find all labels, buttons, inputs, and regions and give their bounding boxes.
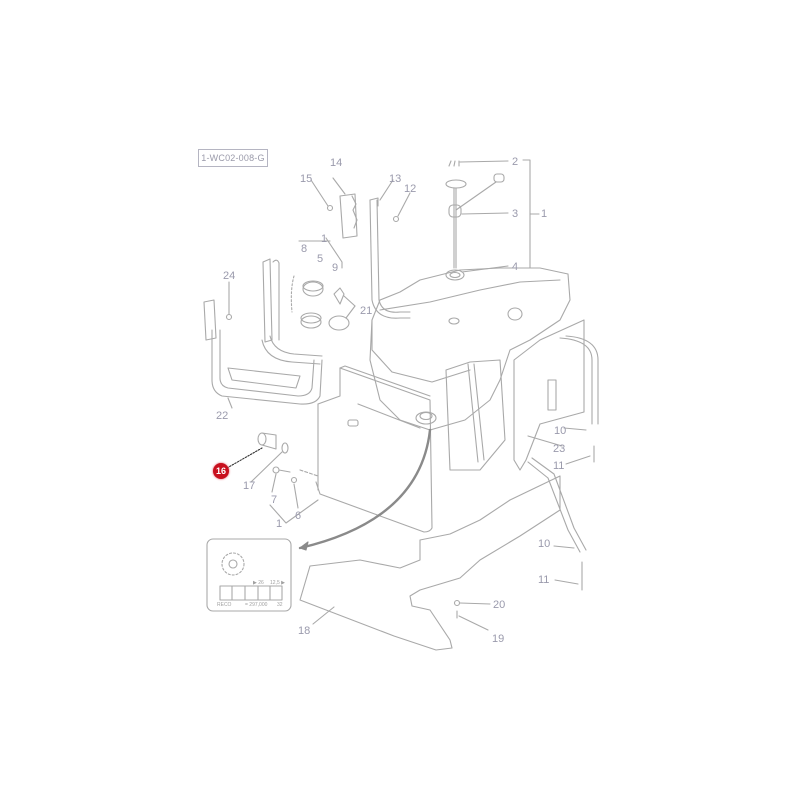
callout-12[interactable]: 12 <box>404 183 417 195</box>
step-bracket <box>203 258 323 409</box>
callout-9[interactable]: 9 <box>332 262 339 274</box>
inset-label-reco: RECO <box>217 602 232 608</box>
callout-7[interactable]: 7 <box>271 494 278 506</box>
inset-label-value: = 297,000 <box>245 602 268 608</box>
callout-24[interactable]: 24 <box>223 270 236 282</box>
callout-16-highlighted[interactable]: 16 <box>213 463 229 479</box>
callout-18[interactable]: 18 <box>298 625 311 637</box>
callout-15[interactable]: 15 <box>300 173 313 185</box>
return-hose <box>527 457 587 591</box>
callout-6[interactable]: 6 <box>295 510 302 522</box>
callout-1[interactable]: 1 <box>276 518 283 530</box>
callout-10[interactable]: 10 <box>554 425 567 437</box>
filler-caps <box>290 237 356 331</box>
mounting-bracket <box>310 177 411 319</box>
callout-3[interactable]: 3 <box>512 208 519 220</box>
callout-13[interactable]: 13 <box>389 173 402 185</box>
callout-14[interactable]: 14 <box>330 157 343 169</box>
callout-8[interactable]: 8 <box>301 243 308 255</box>
callout-2[interactable]: 2 <box>512 156 519 168</box>
callout-11[interactable]: 11 <box>538 574 550 586</box>
detail-arrow <box>298 428 432 551</box>
callout-17[interactable]: 17 <box>243 480 256 492</box>
callout-4[interactable]: 4 <box>512 261 519 273</box>
inset-mark-right: 12,5 ▶ <box>270 580 285 586</box>
fuel-level-sender <box>445 160 505 281</box>
callout-1[interactable]: 1 <box>541 208 548 220</box>
callout-20[interactable]: 20 <box>493 599 506 611</box>
callout-23[interactable]: 23 <box>553 443 566 455</box>
inset-label-count: 32 <box>277 602 283 608</box>
callout-11[interactable]: 11 <box>553 460 565 472</box>
callout-10[interactable]: 10 <box>538 538 551 550</box>
sender-group-bracket <box>459 159 540 273</box>
inset-mark-left: ▶ 26 <box>253 580 264 586</box>
callout-1[interactable]: 1 <box>321 233 328 245</box>
callout-19[interactable]: 19 <box>492 633 505 645</box>
fuel-tank <box>315 267 571 533</box>
decal-inset <box>206 538 292 612</box>
callout-5[interactable]: 5 <box>317 253 324 265</box>
callout-22[interactable]: 22 <box>216 410 229 422</box>
screw-24 <box>225 281 233 321</box>
side-panel-and-hose <box>513 319 599 471</box>
reference-code-label: 1-WC02-008-G <box>198 149 268 167</box>
drain-fittings <box>226 432 319 524</box>
callout-21[interactable]: 21 <box>360 305 373 317</box>
floor-mat <box>299 475 561 651</box>
